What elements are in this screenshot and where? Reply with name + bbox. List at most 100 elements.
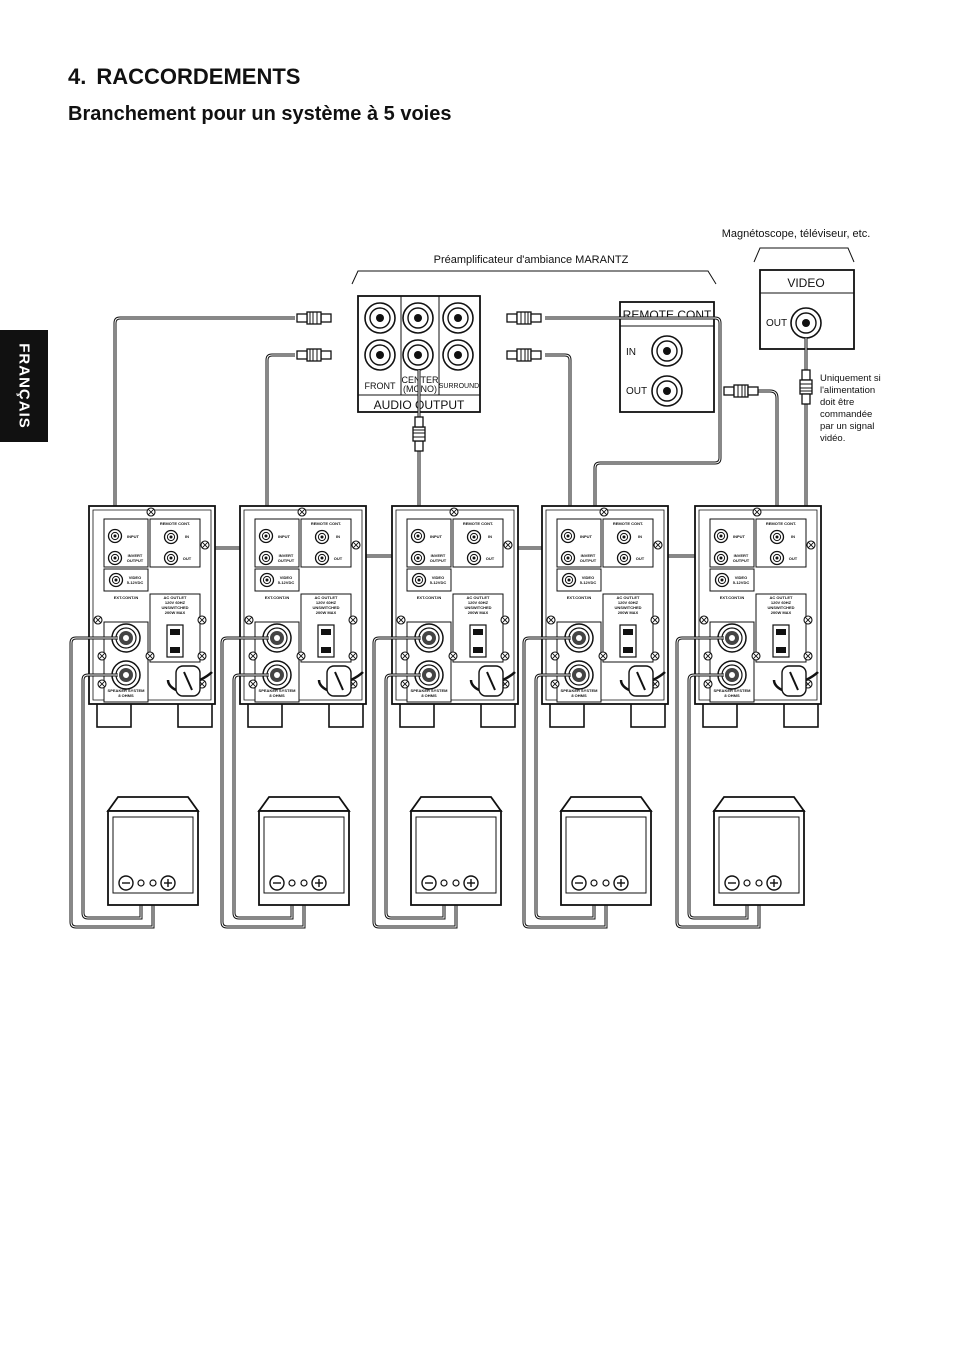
remote-in-jack — [651, 335, 683, 367]
subwoofer-unit-3: INPUTINVERTOUTPUTVIDEO5-12VDCEXT.CONT.IN… — [391, 505, 519, 728]
video-voltage-label: 5-12VDC — [580, 580, 597, 585]
remote-in-label: IN — [626, 347, 636, 358]
invert-label: INVERT — [279, 553, 294, 558]
note-line-3: doit être — [820, 397, 854, 408]
subwoofer-unit-2: INPUTINVERTOUTPUTVIDEO5-12VDCEXT.CONT.IN… — [239, 505, 367, 728]
remote-cont-title: REMOTE CONT — [623, 308, 712, 322]
ac-max-label: 200W MAX — [165, 610, 186, 615]
video-label: VIDEO — [129, 575, 141, 580]
speaker-2 — [258, 796, 350, 906]
ac-voltage-label: 120V 60HZ — [468, 600, 489, 605]
ac-voltage-label: 120V 60HZ — [771, 600, 792, 605]
speaker-5 — [713, 796, 805, 906]
front-jack-lower — [364, 339, 396, 371]
speaker-system-label: SPEAKER SYSTEM — [411, 688, 449, 693]
remote-cont-label: REMOTE CONT. — [160, 521, 190, 526]
section-title: 4. RACCORDEMENTS — [68, 64, 310, 90]
speaker-ohms-label: 8 OHMS — [118, 693, 134, 698]
ac-voltage-label: 120V 60HZ — [165, 600, 186, 605]
remote-in-label: IN — [185, 534, 189, 539]
video-source-bracket — [753, 247, 855, 263]
note-line-6: vidéo. — [820, 433, 845, 444]
subwoofer-unit-5: INPUTINVERTOUTPUTVIDEO5-12VDCEXT.CONT.IN… — [694, 505, 822, 728]
preamp-bracket — [351, 270, 717, 285]
video-voltage-label: 5-12VDC — [127, 580, 144, 585]
speaker-ohms-label: 8 OHMS — [571, 693, 587, 698]
section-number: 4. — [68, 64, 87, 89]
ac-max-label: 200W MAX — [468, 610, 489, 615]
speaker-cables — [69, 636, 761, 929]
ac-outlet-label: AC OUTLET — [467, 595, 490, 600]
preamp-caption: Préamplificateur d'ambiance MARANTZ — [434, 254, 629, 266]
ext-cont-label: EXT.CONT.IN — [417, 595, 442, 600]
speaker-ohms-label: 8 OHMS — [269, 693, 285, 698]
surround-label: SURROUND — [439, 383, 479, 390]
surround-jack-lower — [442, 339, 474, 371]
video-label: VIDEO — [735, 575, 747, 580]
input-label: INPUT — [127, 534, 140, 539]
remote-out-label: OUT — [486, 556, 495, 561]
ac-unswitched-label: UNSWITCHED — [464, 605, 491, 610]
ac-voltage-label: 120V 60HZ — [316, 600, 337, 605]
front-label: FRONT — [365, 381, 396, 391]
ac-max-label: 200W MAX — [771, 610, 792, 615]
ac-outlet-label: AC OUTLET — [315, 595, 338, 600]
remote-out-label: OUT — [626, 386, 647, 397]
note-line-4: commandée — [820, 409, 872, 420]
video-out-label: OUT — [766, 318, 787, 329]
speaker-system-label: SPEAKER SYSTEM — [561, 688, 599, 693]
speaker-1 — [107, 796, 199, 906]
invert-output-label: OUTPUT — [127, 558, 144, 563]
video-label: VIDEO — [280, 575, 292, 580]
invert-output-label: OUTPUT — [278, 558, 295, 563]
center-jack-lower — [402, 339, 434, 371]
speaker-3 — [410, 796, 502, 906]
ac-outlet-label: AC OUTLET — [164, 595, 187, 600]
ac-outlet-label: AC OUTLET — [617, 595, 640, 600]
speaker-system-label: SPEAKER SYSTEM — [259, 688, 297, 693]
video-note: Uniquement si l'alimentation doit être c… — [820, 373, 881, 444]
video-source-caption: Magnétoscope, téléviseur, etc. — [722, 228, 871, 240]
surround-jack-upper — [442, 302, 474, 334]
subwoofer-unit-4: INPUTINVERTOUTPUTVIDEO5-12VDCEXT.CONT.IN… — [541, 505, 669, 728]
remote-out-label: OUT — [334, 556, 343, 561]
note-line-5: par un signal — [820, 421, 874, 432]
remote-cont-label: REMOTE CONT. — [613, 521, 643, 526]
language-tab: FRANÇAIS — [0, 330, 48, 442]
ext-cont-label: EXT.CONT.IN — [114, 595, 139, 600]
remote-in-label: IN — [791, 534, 795, 539]
subwoofer-row: INPUTINVERTOUTPUTVIDEO5-12VDCEXT.CONT.IN… — [88, 505, 822, 728]
speaker-ohms-label: 8 OHMS — [421, 693, 437, 698]
ac-max-label: 200W MAX — [316, 610, 337, 615]
remote-cont-label: REMOTE CONT. — [463, 521, 493, 526]
remote-cont-label: REMOTE CONT. — [766, 521, 796, 526]
input-label: INPUT — [733, 534, 746, 539]
ac-unswitched-label: UNSWITCHED — [767, 605, 794, 610]
front-jack-upper — [364, 302, 396, 334]
remote-out-label: OUT — [636, 556, 645, 561]
remote-in-label: IN — [488, 534, 492, 539]
ext-cont-label: EXT.CONT.IN — [720, 595, 745, 600]
invert-label: INVERT — [431, 553, 446, 558]
ac-voltage-label: 120V 60HZ — [618, 600, 639, 605]
video-voltage-label: 5-12VDC — [733, 580, 750, 585]
ext-cont-label: EXT.CONT.IN — [265, 595, 290, 600]
invert-output-label: OUTPUT — [733, 558, 750, 563]
section-title-text: RACCORDEMENTS — [96, 64, 301, 89]
speaker-ohms-label: 8 OHMS — [724, 693, 740, 698]
speaker-system-label: SPEAKER SYSTEM — [714, 688, 752, 693]
ac-unswitched-label: UNSWITCHED — [614, 605, 641, 610]
page-subtitle: Branchement pour un système à 5 voies — [68, 103, 452, 125]
speaker-system-label: SPEAKER SYSTEM — [108, 688, 146, 693]
video-label: VIDEO — [432, 575, 444, 580]
note-line-2: l'alimentation — [820, 385, 875, 396]
ac-unswitched-label: UNSWITCHED — [161, 605, 188, 610]
remote-in-label: IN — [336, 534, 340, 539]
ext-cont-label: EXT.CONT.IN — [567, 595, 592, 600]
input-label: INPUT — [580, 534, 593, 539]
video-voltage-label: 5-12VDC — [430, 580, 447, 585]
speaker-row — [107, 796, 805, 906]
invert-output-label: OUTPUT — [580, 558, 597, 563]
note-line-1: Uniquement si — [820, 373, 881, 384]
